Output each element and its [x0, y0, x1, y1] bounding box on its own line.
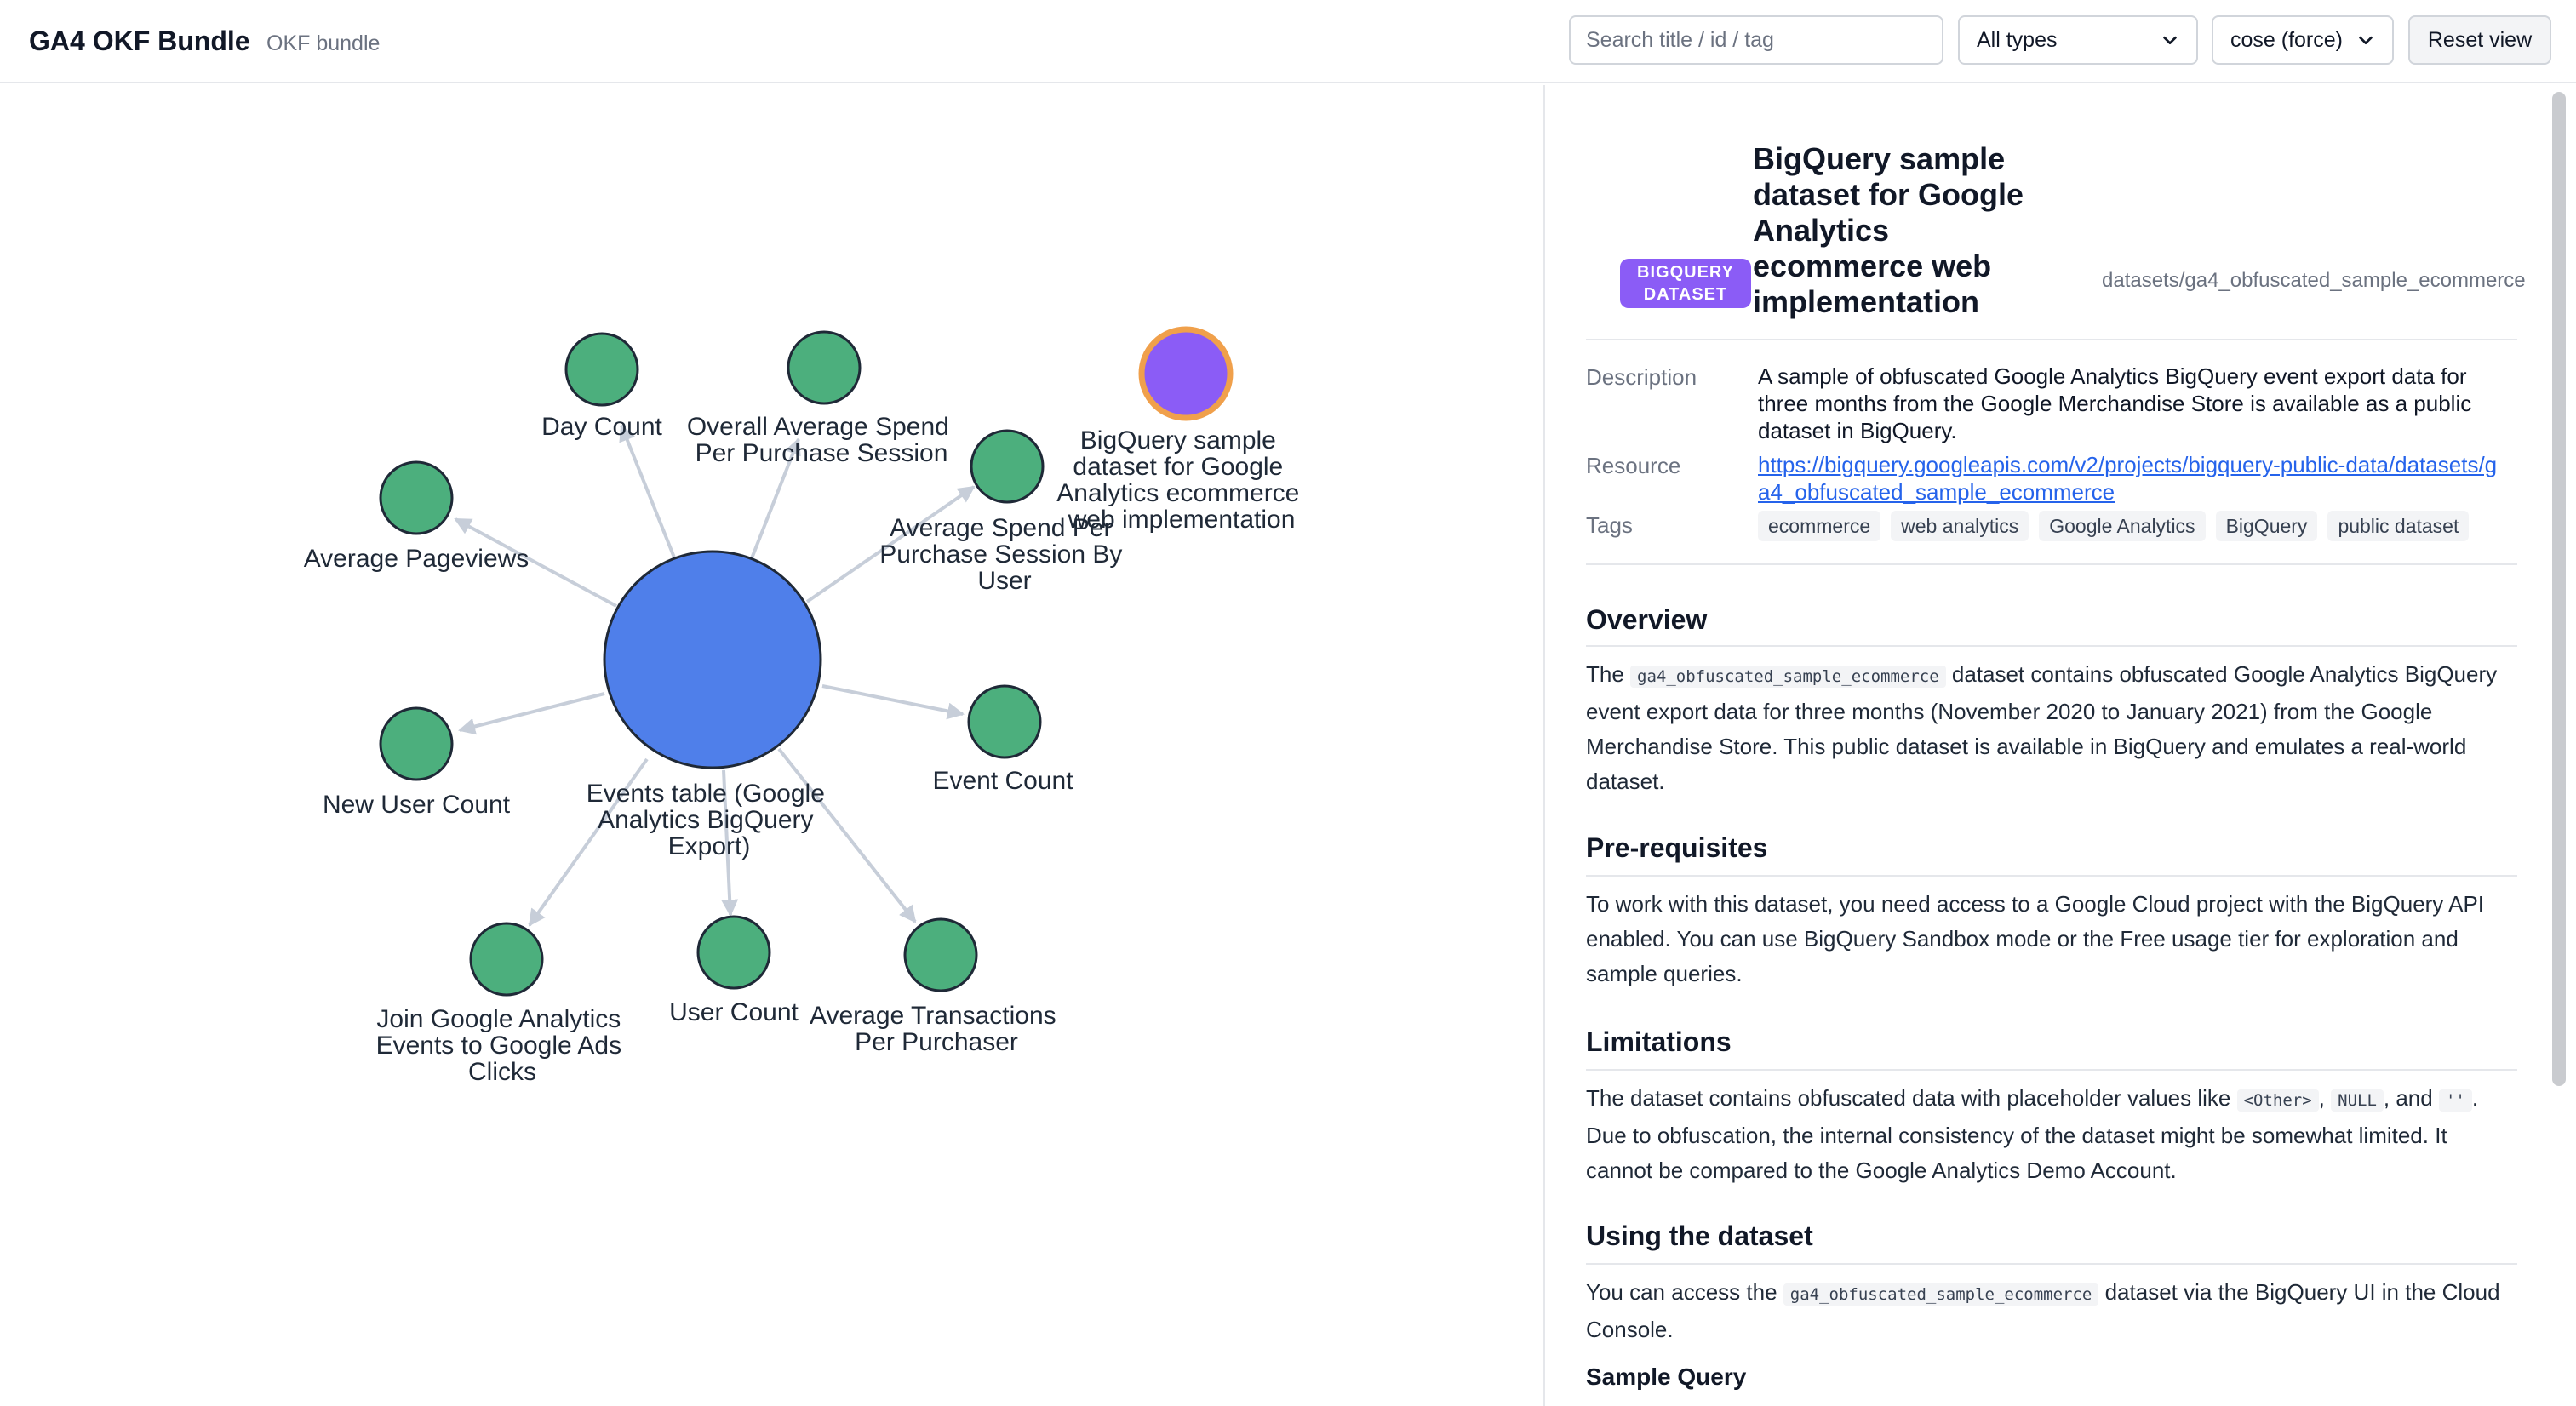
graph-node-overall-average-spend[interactable]: Overall Average Spend Per Purchase Sessi…: [687, 330, 956, 467]
description-label: Description: [1586, 364, 1697, 390]
using-heading: Using the dataset: [1586, 1220, 1813, 1251]
prereq-heading: Pre-requisites: [1586, 832, 1768, 863]
node-label-day-count: Day Count: [541, 413, 662, 441]
tag-list: ecommerce web analytics Google Analytics…: [1758, 511, 2470, 541]
edge-join-ads: [528, 757, 649, 927]
app-subtitle: OKF bundle: [266, 31, 381, 55]
resource-value: https://bigquery.googleapis.com/v2/proje…: [1758, 451, 2507, 506]
node-label-events-table: Events table (Google Analytics BigQuery …: [587, 780, 833, 860]
node-label-bigquery-dataset: BigQuery sample dataset for Google Analy…: [1056, 426, 1306, 534]
overview-text: The ga4_obfuscated_sample_ecommerce data…: [1586, 661, 2498, 794]
tag-chip[interactable]: public dataset: [2327, 511, 2470, 541]
graph-node-events-table[interactable]: Events table (Google Analytics BigQuery …: [587, 550, 833, 860]
tag-chip[interactable]: BigQuery: [2215, 511, 2318, 541]
type-badge-label: BIGQUERY DATASET: [1637, 263, 1734, 304]
node-label-overall-average-spend: Overall Average Spend Per Purchase Sessi…: [687, 413, 956, 467]
graph-node-average-transactions[interactable]: Average Transactions Per Purchaser: [810, 917, 1063, 1056]
graph-edges: [454, 424, 976, 927]
graph-svg[interactable]: Events table (Google Analytics BigQuery …: [0, 85, 1543, 1406]
inline-code: '': [2438, 1089, 2472, 1112]
tag-chip[interactable]: web analytics: [1891, 511, 2029, 541]
node-label-join-ads: Join Google Analytics Events to Google A…: [376, 1005, 629, 1086]
type-badge: BIGQUERY DATASET: [1620, 259, 1751, 308]
type-filter-select[interactable]: All types: [1958, 15, 2198, 65]
edge-event-count: [821, 684, 965, 720]
inline-code: NULL: [2331, 1089, 2384, 1112]
chevron-down-icon: [2163, 36, 2177, 45]
graph-node-average-spend-by-user[interactable]: Average Spend Per Purchase Session By Us…: [879, 429, 1130, 595]
edge-overall-average-spend: [750, 437, 801, 559]
node-label-average-transactions: Average Transactions Per Purchaser: [810, 1002, 1063, 1056]
layout-select-value: cose (force): [2230, 27, 2343, 52]
search-input[interactable]: [1569, 15, 1943, 65]
divider: [1586, 339, 2517, 340]
sample-query-heading: Sample Query: [1586, 1363, 1747, 1390]
using-text: You can access the ga4_obfuscated_sample…: [1586, 1279, 2500, 1342]
graph-canvas[interactable]: Events table (Google Analytics BigQuery …: [0, 85, 1543, 1406]
limitations-text: The dataset contains obfuscated data wit…: [1586, 1085, 2479, 1183]
node-label-new-user-count: New User Count: [323, 791, 511, 819]
detail-panel[interactable]: BIGQUERY DATASET BigQuery sample dataset…: [1543, 85, 2576, 1406]
edge-average-pageviews: [454, 517, 617, 608]
limitations-heading: Limitations: [1586, 1026, 1732, 1057]
divider: [1586, 1263, 2517, 1265]
graph-node-user-count[interactable]: User Count: [669, 915, 799, 1026]
type-filter-value: All types: [1977, 27, 2058, 52]
graph-node-bigquery-dataset[interactable]: BigQuery sample dataset for Google Analy…: [1056, 326, 1306, 534]
edge-new-user-count: [458, 692, 605, 735]
overview-heading: Overview: [1586, 604, 1708, 635]
graph-node-average-pageviews[interactable]: Average Pageviews: [304, 460, 530, 573]
detail-title: BigQuery sample dataset for Google Analy…: [1753, 141, 2024, 319]
edge-user-count: [721, 769, 739, 917]
resource-label: Resource: [1586, 453, 1681, 478]
panel-scrollbar[interactable]: [2552, 92, 2566, 1086]
inline-code: ga4_obfuscated_sample_ecommerce: [1630, 666, 1946, 688]
divider: [1586, 645, 2517, 647]
tag-chip[interactable]: Google Analytics: [2039, 511, 2206, 541]
node-label-event-count: Event Count: [932, 767, 1073, 795]
inline-code: <Other>: [2236, 1089, 2319, 1112]
reset-view-button[interactable]: Reset view: [2408, 15, 2551, 65]
top-bar: GA4 OKF Bundle OKF bundle All types cose…: [0, 0, 2576, 83]
edge-day-count: [619, 424, 676, 558]
node-label-average-spend-by-user: Average Spend Per Purchase Session By Us…: [879, 514, 1130, 595]
reset-view-label: Reset view: [2427, 27, 2533, 52]
app-title: GA4 OKF Bundle: [29, 26, 250, 56]
node-label-user-count: User Count: [669, 998, 799, 1026]
edge-average-spend-by-user: [805, 485, 976, 603]
tag-chip[interactable]: ecommerce: [1758, 511, 1881, 541]
prereq-text: To work with this dataset, you need acce…: [1586, 891, 2485, 986]
graph-node-day-count[interactable]: Day Count: [541, 332, 663, 441]
graph-node-new-user-count[interactable]: New User Count: [323, 706, 511, 819]
chevron-down-icon: [2359, 36, 2373, 45]
edge-average-transactions: [777, 747, 917, 923]
detail-header: BIGQUERY DATASET BigQuery sample dataset…: [1611, 141, 2526, 405]
divider: [1586, 563, 2517, 565]
layout-select[interactable]: cose (force): [2212, 15, 2394, 65]
divider: [1586, 1069, 2517, 1071]
tags-label: Tags: [1586, 512, 1633, 538]
inline-code: ga4_obfuscated_sample_ecommerce: [1783, 1283, 2099, 1306]
graph-node-event-count[interactable]: Event Count: [932, 684, 1073, 795]
divider: [1586, 875, 2517, 877]
resource-link[interactable]: https://bigquery.googleapis.com/v2/proje…: [1758, 452, 2498, 505]
detail-id: datasets/ga4_obfuscated_sample_ecommerce: [2102, 269, 2526, 292]
description-value: A sample of obfuscated Google Analytics …: [1758, 363, 2472, 443]
graph-node-join-ads[interactable]: Join Google Analytics Events to Google A…: [376, 922, 629, 1086]
node-label-average-pageviews: Average Pageviews: [304, 545, 530, 573]
